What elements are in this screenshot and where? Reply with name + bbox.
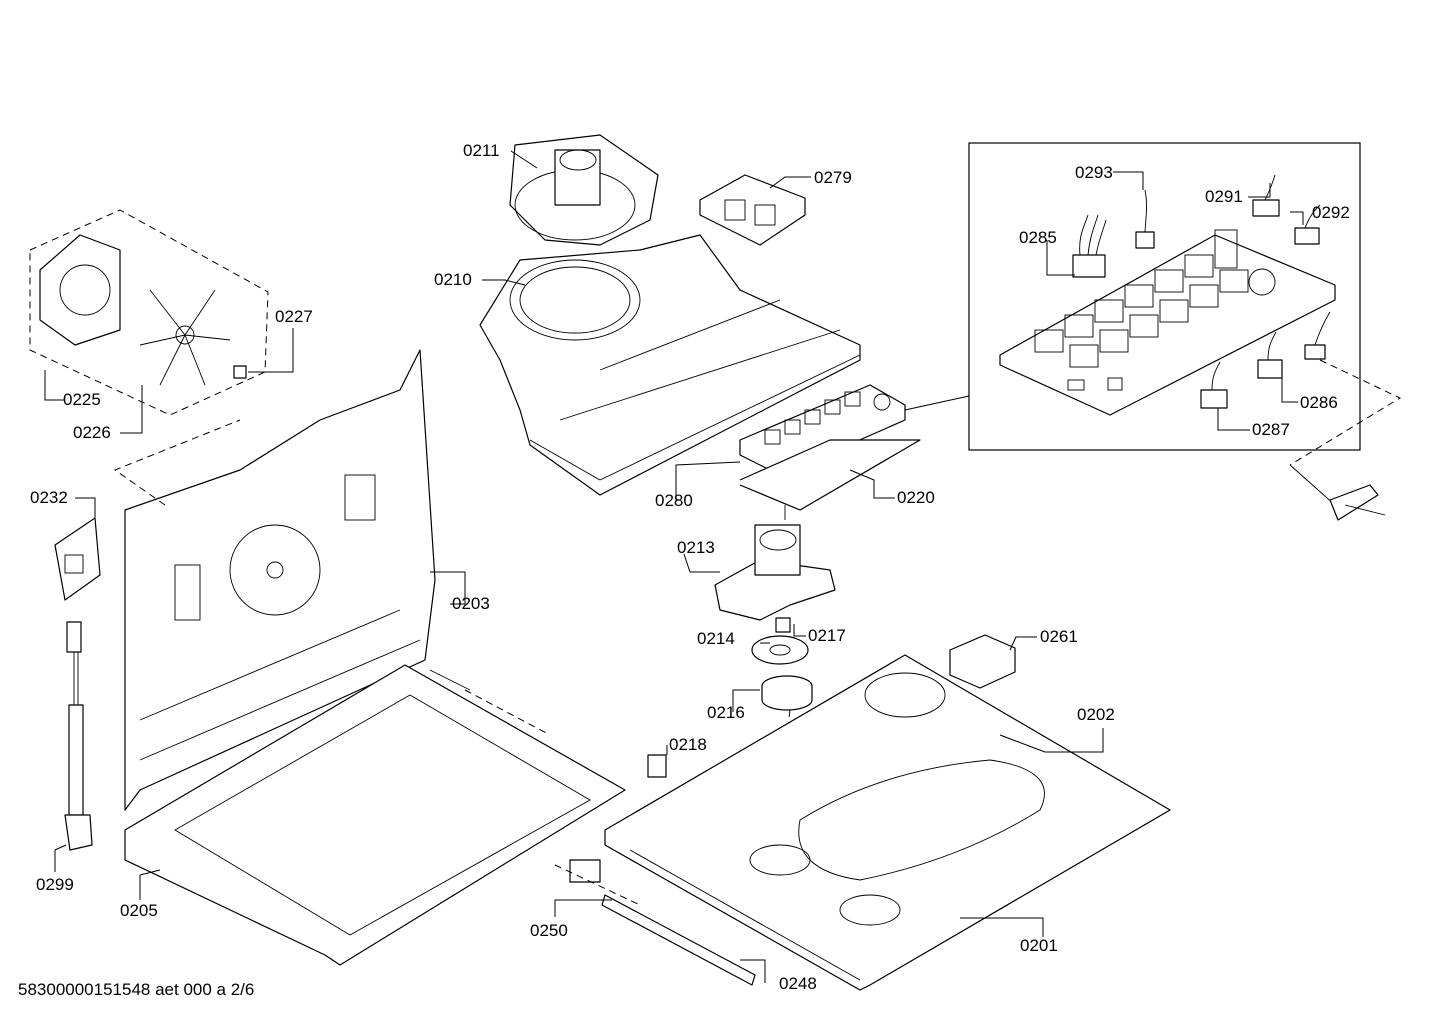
label-0202: 0202 [1077,705,1115,724]
label-0285: 0285 [1019,228,1057,247]
label-0293: 0293 [1075,163,1113,182]
label-0213: 0213 [677,538,715,557]
label-0232: 0232 [30,488,68,507]
retaining-clip [775,617,791,633]
label-0205: 0205 [120,901,158,920]
label-0227: 0227 [275,307,313,326]
thermal-cutout [647,754,667,778]
temperature-probe [1289,464,1386,521]
label-0218: 0218 [669,735,707,754]
control-board [739,384,921,520]
part-labels: 0211 0279 0210 0227 0225 0226 0232 0203 … [30,141,1350,993]
detail-inset [904,142,1361,451]
label-0201: 0201 [1020,936,1058,955]
label-0280: 0280 [655,491,693,510]
leader-lines [44,150,1304,983]
label-0220: 0220 [897,488,935,507]
door-lock-strip [554,859,756,986]
label-0261: 0261 [1040,627,1078,646]
rear-panel [124,349,436,811]
label-0203: 0203 [452,594,490,613]
label-0292: 0292 [1312,203,1350,222]
fan-housing-duct [479,234,861,496]
label-0291: 0291 [1205,187,1243,206]
label-0299: 0299 [36,875,74,894]
drawing-reference-footer: 58300000151548 aet 000 a 2/6 [18,980,255,999]
convection-fan-group [29,209,269,416]
label-0248: 0248 [779,974,817,993]
blower-fan [509,134,659,246]
transformer [949,634,1016,689]
label-0216: 0216 [707,703,745,722]
label-0250: 0250 [530,921,568,940]
front-frame [124,664,626,966]
air-ring [761,675,813,711]
relay-bracket [699,174,806,246]
fan-grille [751,635,809,665]
label-0286: 0286 [1300,393,1338,412]
label-0214: 0214 [697,629,735,648]
label-0217: 0217 [808,626,846,645]
cooling-fan-motor [714,524,836,621]
door-switch [54,517,101,601]
label-0279: 0279 [814,168,852,187]
label-0225: 0225 [63,390,101,409]
label-0211: 0211 [463,141,500,160]
label-0210: 0210 [434,270,472,289]
label-0287: 0287 [1252,420,1290,439]
base-plate [604,654,1171,991]
label-0226: 0226 [73,423,111,442]
power-cord [64,621,93,851]
